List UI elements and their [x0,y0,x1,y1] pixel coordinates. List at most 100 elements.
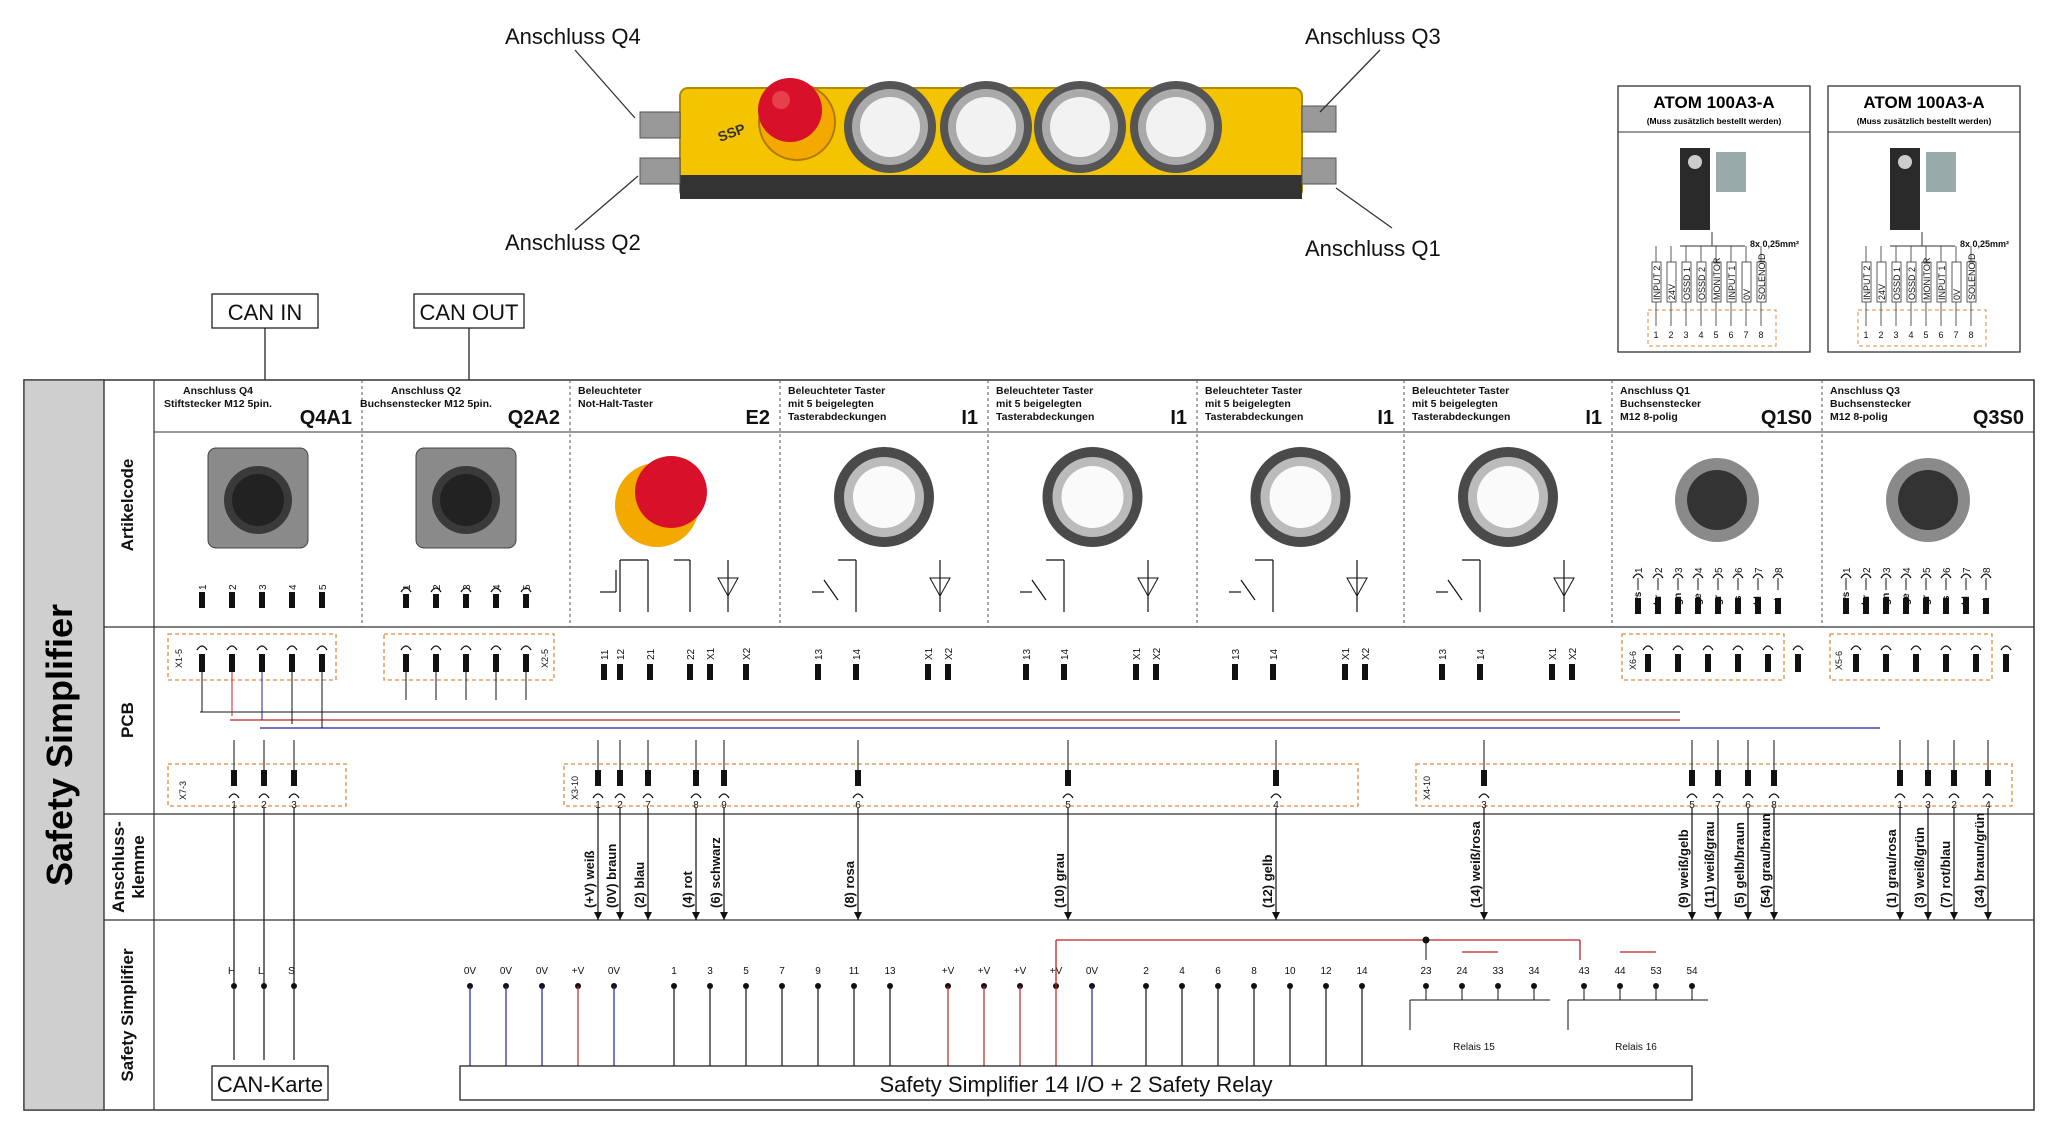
ss-terminal-label: 9 [815,966,821,977]
terminal-pin [1775,598,1781,614]
socket-symbol [1768,793,1780,799]
terminal-pin [319,654,325,672]
terminal-pin [1153,664,1159,680]
terminal-pin [601,664,607,680]
column-header-line1: Beleuchteter Taster [996,385,1093,397]
socket-symbol [520,587,532,593]
ss-terminal-label: 4 [1179,966,1185,977]
button-lens [1061,466,1124,528]
wire-line [1031,579,1047,601]
i1-pin-label: 14 [1476,648,1487,660]
row-label-pcb: PCB [118,702,137,738]
terminal-pin [1655,598,1661,614]
terminal-pin [433,654,439,672]
low-pin-number: 1 [595,800,601,811]
socket-symbol [1642,645,1654,651]
pcb-box-x7-3 [167,763,347,807]
pcb-x5-6-label: X5-6 [1834,651,1844,670]
column-header-line2: Stiftstecker M12 5pin. [164,398,272,410]
terminal-pin [647,664,653,680]
socket-symbol [1910,645,1922,651]
atom-pin-box [1696,261,1707,303]
wire-arrow [644,912,652,920]
terminal-dot [231,983,237,989]
i1-pin-label: X1 [1548,647,1559,660]
m8-pin-number: 5 [1714,567,1725,573]
column-header-line2: mit 5 beigelegten [1205,398,1291,410]
terminal-pin [463,654,469,672]
row-label-safety: Safety Simplifier [118,948,137,1082]
column-header-line3: Tasterabdeckungen [1412,411,1510,423]
m8-pin-number: 7 [1754,567,1765,573]
terminal-pin [493,654,499,672]
atom-pin-label: OSSD 1 [1892,267,1902,300]
atom-pin-box [1921,261,1932,303]
socket-symbol [1732,645,1744,651]
row-label-klemme-a: Anschluss- [109,821,128,913]
q4-pin-number: 1 [198,584,209,590]
ss-box-label: Safety Simplifier 14 I/O + 2 Safety Rela… [879,1072,1272,1097]
terminal-pin [1549,664,1555,680]
i1-pin-label: 14 [1060,648,1071,660]
socket-symbol [1948,793,1960,799]
wire-arrow [1064,912,1072,920]
column-header-line1: Anschluss Q2 [391,385,461,397]
low-pin-number: 3 [1481,800,1487,811]
can-card-label: CAN-Karte [217,1072,323,1097]
atom-pin-number: 2 [1668,330,1673,340]
pcb-box-x6-6 [1621,633,1785,681]
button-lens [1477,466,1539,528]
can-card-box [211,1065,329,1101]
ss-terminal-label: 3 [707,966,713,977]
socket-symbol [1860,573,1872,579]
wire-label: (54) grau/braun [1758,813,1773,908]
terminal-pin [1963,598,1969,614]
wire-line [1240,579,1256,601]
column-header-line2: mit 5 beigelegten [788,398,874,410]
terminal-pin [687,664,693,680]
q2-pin-number: 4 [492,584,503,590]
low-pin-number: 3 [1925,800,1931,811]
low-pin-number: 3 [291,800,297,811]
socket-symbol [1686,793,1698,799]
atom-pin-number: 4 [1698,330,1703,340]
socket-symbol [400,645,412,651]
i1-pin-label: X2 [1568,647,1579,660]
ss-terminal-label: 11 [849,966,860,977]
atom-pin-box [1681,261,1692,303]
socket-symbol [1880,645,1892,651]
terminal-pin [403,594,409,608]
socket-symbol [614,793,626,799]
wire-line [1447,579,1463,601]
wire-label: (5) gelb/braun [1732,822,1747,908]
e2-pin-label: 22 [686,648,697,660]
q4-pin-number: 5 [318,584,329,590]
terminal-pin [1715,598,1721,614]
pcb-x6-6-label: X6-6 [1628,651,1638,670]
terminal-pin [1943,654,1949,672]
terminal-pin [1481,770,1487,786]
atom-pin-number: 5 [1923,330,1928,340]
pcb-box-x4-10 [1415,763,2013,807]
terminal-pin [1735,598,1741,614]
i1-pin-label: 13 [814,648,825,660]
terminal-pin [617,770,623,786]
wire-arrow [1984,912,1992,920]
terminal-pin [1795,654,1801,672]
atom-pin-label: OSSD 2 [1697,267,1707,300]
low-pin-number: 5 [1065,800,1071,811]
row-label-artikelcode: Artikelcode [118,459,137,552]
column-header-line3: M12 8-polig [1830,411,1888,423]
terminal-pin [1133,664,1139,680]
socket-symbol [286,645,298,651]
terminal-pin [1853,654,1859,672]
atom-pin-box [1936,261,1947,303]
atom-pin-number: 7 [1743,330,1748,340]
socket-symbol [430,645,442,651]
atom-1-note: (Muss zusätzlich bestellt werden) [1647,116,1782,126]
terminal-pin [1065,770,1071,786]
column-header-line2: Not-Halt-Taster [578,398,653,410]
socket-symbol [1752,573,1764,579]
